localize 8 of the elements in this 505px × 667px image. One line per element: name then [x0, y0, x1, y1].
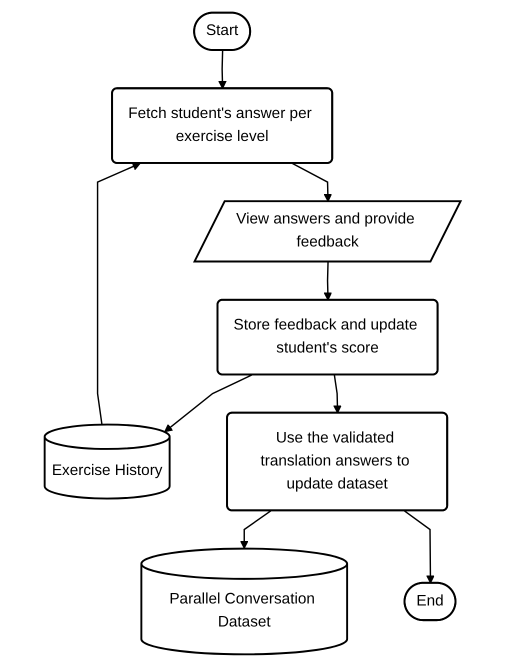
- arrow: [164, 374, 252, 432]
- arrow: [404, 510, 434, 584]
- arrow: [218, 50, 227, 90]
- arrow: [333, 374, 342, 414]
- arrow: [240, 510, 272, 550]
- arrow: [96, 162, 141, 425]
- arrow: [324, 262, 332, 301]
- arrow: [292, 162, 332, 202]
